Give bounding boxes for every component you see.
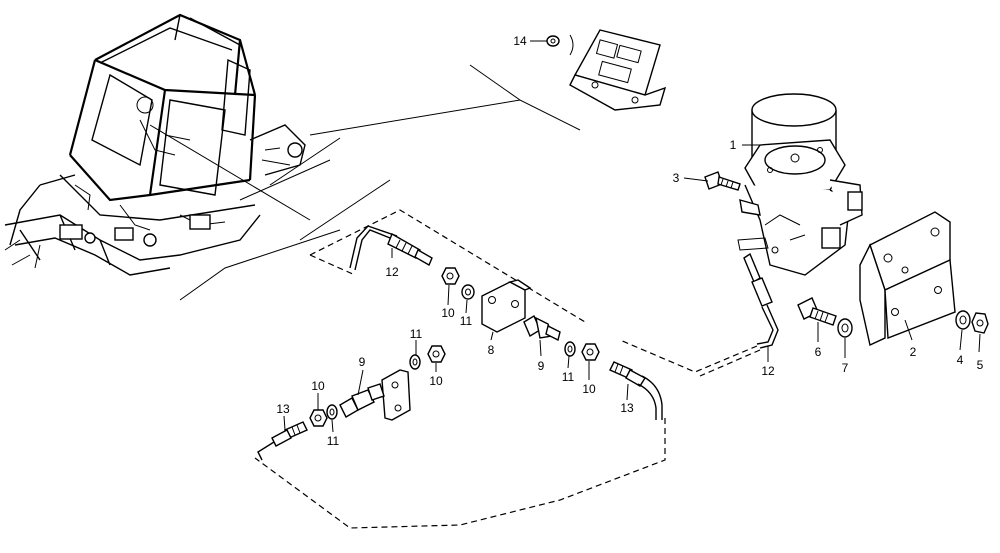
hose-12-right (743, 252, 779, 349)
hose-12-left (349, 225, 433, 271)
hose-13-right (609, 361, 663, 420)
callout-13-right: 13 (620, 401, 634, 415)
callout-1: 1 (730, 138, 737, 152)
leader-lines (283, 40, 981, 433)
washer-11-lower-right (409, 354, 421, 370)
callout-6: 6 (815, 345, 822, 359)
callout-13-left: 13 (276, 402, 290, 416)
hose-routing (254, 209, 761, 529)
callout-11-lower-right: 11 (410, 327, 423, 341)
grease-pump-unit (737, 93, 863, 276)
plate-bracket-lower (381, 369, 411, 421)
nut-10-upper-left (441, 267, 460, 285)
view-lines (149, 64, 581, 301)
callout-10-lower-left: 10 (311, 379, 325, 393)
fitting-9-lower (339, 383, 385, 418)
bolt-3 (704, 171, 741, 191)
callout-12-left: 12 (385, 265, 399, 279)
callout-9-upper: 9 (538, 359, 545, 373)
nut-10-lower-right (427, 345, 446, 363)
callout-9-lower: 9 (359, 355, 366, 369)
callout-12-right: 12 (761, 364, 775, 378)
hose-13-left (257, 421, 308, 461)
washer-4 (955, 310, 971, 330)
mounting-bracket-2 (859, 211, 956, 347)
fitting-9-upper (523, 314, 561, 342)
washer-11-lower-left (326, 404, 338, 420)
tractor-cab-frame (4, 13, 306, 276)
callout-10-upper-right: 10 (582, 382, 596, 396)
nut-14 (546, 35, 560, 47)
callout-2: 2 (910, 345, 917, 359)
callout-3: 3 (673, 171, 680, 185)
callout-11-upper-right: 11 (562, 370, 575, 384)
nut-5 (971, 312, 989, 334)
callout-11-upper-left: 11 (460, 314, 473, 328)
nut-10-lower-left (309, 409, 328, 427)
callout-10-upper-left: 10 (441, 306, 455, 320)
washer-11-upper-right (564, 341, 576, 357)
callout-14: 14 (513, 34, 527, 48)
callout-labels: 1 3 2 4 5 6 7 8 9 9 12 12 10 11 11 10 11… (276, 34, 983, 448)
callout-8: 8 (488, 343, 495, 357)
callout-5: 5 (977, 358, 984, 372)
dashboard-panel (569, 29, 667, 111)
washer-11-upper-left (461, 284, 475, 300)
plate-bracket-8 (481, 279, 532, 333)
washer-7 (837, 318, 853, 338)
callout-10-lower-right: 10 (429, 374, 443, 388)
nut-10-upper-right (581, 343, 600, 361)
callout-7: 7 (842, 361, 849, 375)
callout-4: 4 (957, 353, 964, 367)
callout-11-lower-left: 11 (327, 434, 340, 448)
bolt-6 (797, 297, 837, 326)
